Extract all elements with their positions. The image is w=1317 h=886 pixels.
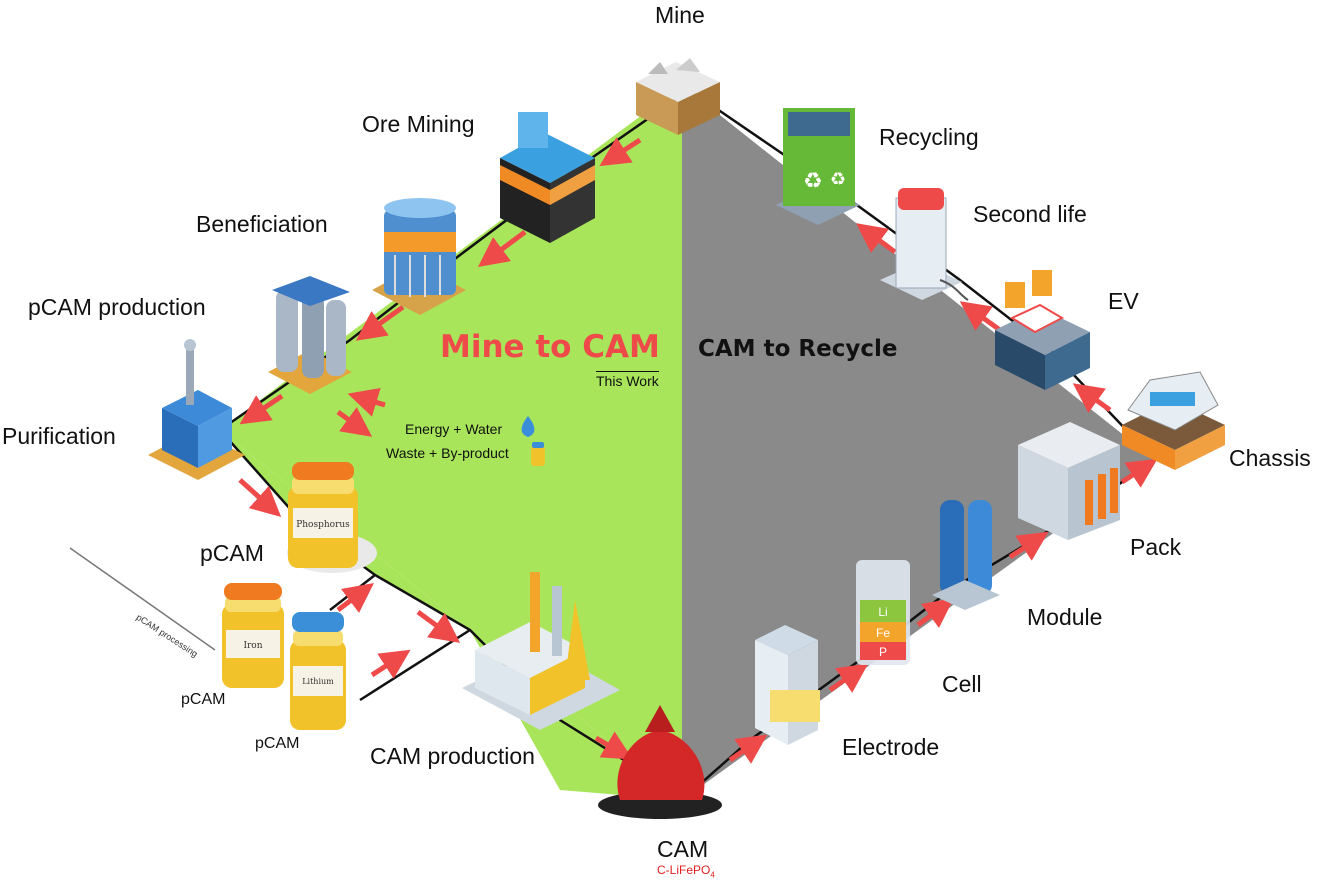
- label-second-life: Second life: [973, 201, 1087, 227]
- label-cell: Cell: [942, 671, 982, 697]
- label-pack: Pack: [1130, 534, 1182, 560]
- label-recycling: Recycling: [879, 124, 979, 150]
- electrode-machine-icon: [755, 625, 820, 745]
- purification-icon: [148, 339, 245, 480]
- label-cam: CAM: [657, 836, 709, 862]
- recycling-icon: ♻ ♻: [776, 108, 860, 225]
- iron-jar-icon: Iron: [222, 583, 284, 688]
- water-drop-icon: [521, 416, 535, 437]
- left-diamond-half: [220, 85, 682, 800]
- left-section-title: Mine to CAM: [440, 329, 660, 365]
- label-module: Module: [1027, 604, 1103, 630]
- cam-formula-subscript: 4: [710, 870, 715, 880]
- label-pcam-iron: pCAM: [181, 691, 226, 708]
- label-cam-production: CAM production: [370, 743, 535, 769]
- label-pcam-lithium: pCAM: [255, 735, 300, 752]
- phosphorus-jar-icon: Phosphorus: [287, 462, 377, 573]
- cam-formula-text: C-LiFePO: [657, 863, 711, 877]
- cell-icon: Li Fe P: [856, 560, 910, 665]
- label-pcam: pCAM: [200, 540, 264, 566]
- waste-jar-icon: [531, 442, 545, 466]
- label-waste-byproduct: Waste + By-product: [386, 445, 509, 461]
- lithium-jar-label: Lithium: [302, 677, 334, 686]
- mine-icon: [636, 58, 720, 135]
- svg-text:♻: ♻: [803, 169, 823, 194]
- iron-jar-label: Iron: [243, 641, 262, 651]
- cell-li-label: Li: [878, 605, 887, 619]
- label-cam-formula: C-LiFePO4: [657, 864, 715, 879]
- label-ev: EV: [1108, 288, 1139, 314]
- label-chassis: Chassis: [1229, 445, 1311, 471]
- module-icon: [932, 500, 1000, 610]
- label-energy-water: Energy + Water: [405, 421, 503, 437]
- ore-mining-icon: [500, 112, 595, 243]
- beneficiation-icon: [372, 198, 466, 315]
- pack-icon: [1018, 422, 1120, 540]
- cell-fe-label: Fe: [876, 626, 890, 640]
- pcam-processing-line: [69, 547, 216, 651]
- phosphorus-jar-label: Phosphorus: [296, 520, 350, 530]
- left-section-subtitle: This Work: [596, 371, 659, 389]
- cam-bag-icon: [598, 705, 722, 819]
- right-section-title: CAM to Recycle: [698, 336, 898, 362]
- ev-charger-icon: [995, 270, 1090, 390]
- flow-arrows: [238, 137, 1158, 764]
- chassis-icon: [1122, 371, 1225, 470]
- label-purification: Purification: [2, 423, 116, 449]
- label-pcam-production: pCAM production: [28, 294, 206, 320]
- right-diamond-half: [682, 85, 1155, 800]
- label-beneficiation: Beneficiation: [196, 211, 328, 237]
- cell-p-label: P: [879, 645, 887, 659]
- cam-production-icon: [462, 572, 620, 730]
- pcam-production-icon: [268, 276, 352, 394]
- svg-text:♻: ♻: [830, 169, 846, 190]
- second-life-icon: [880, 188, 969, 301]
- lithium-jar-icon: Lithium: [290, 612, 346, 730]
- label-ore-mining: Ore Mining: [362, 111, 475, 137]
- label-electrode: Electrode: [842, 734, 940, 760]
- label-mine: Mine: [655, 2, 705, 28]
